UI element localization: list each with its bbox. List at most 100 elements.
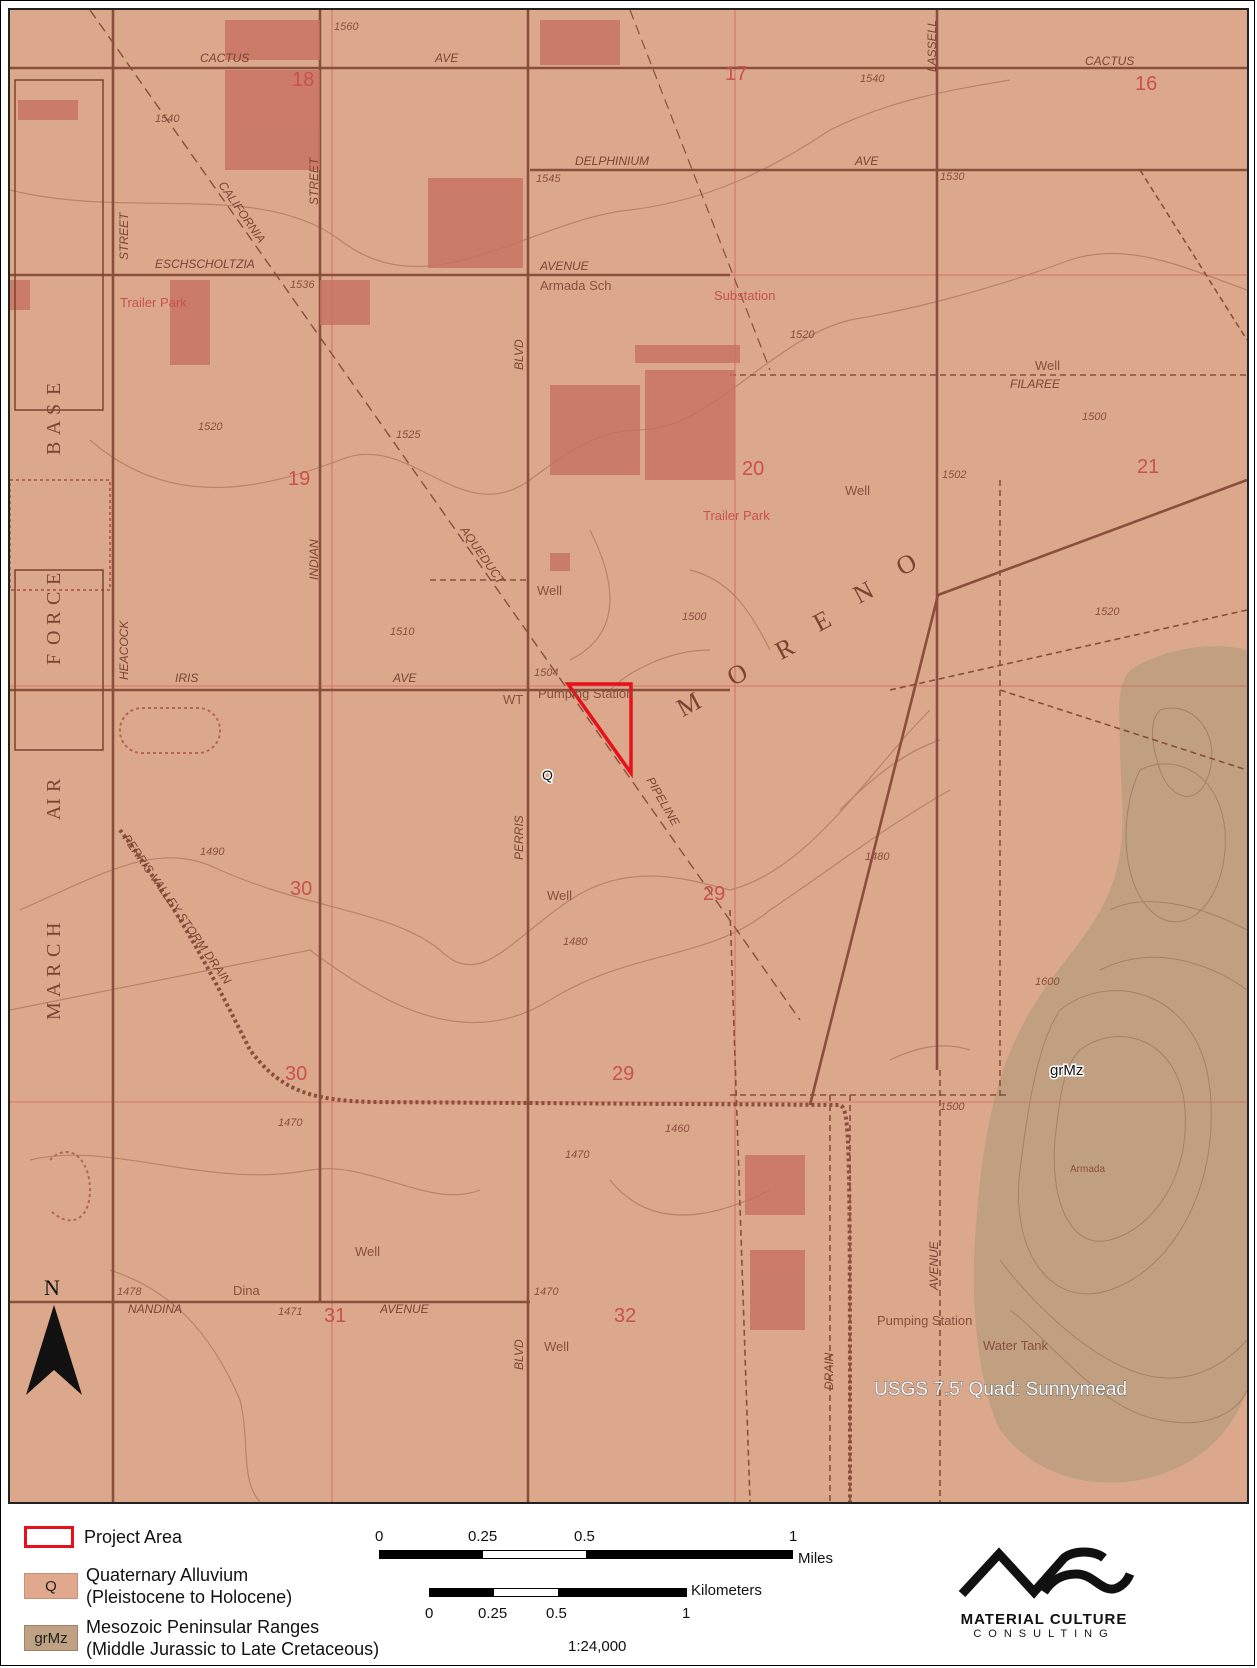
svg-text:1490: 1490 — [200, 846, 225, 858]
quaternary-swatch: Q — [24, 1573, 78, 1599]
base-letters: M A R C H A I R F O R C E B A S E — [43, 383, 65, 1020]
svg-text:M: M — [43, 1002, 65, 1020]
quaternary-line1: Quaternary Alluvium — [86, 1565, 249, 1585]
km-tick-1: 1 — [682, 1605, 691, 1622]
svg-text:Well: Well — [537, 583, 562, 598]
svg-text:CACTUS: CACTUS — [200, 51, 249, 65]
svg-text:1510: 1510 — [390, 626, 415, 638]
svg-text:PERRIS: PERRIS — [512, 815, 526, 860]
elevation-labels: 1560 1540 1540 1545 1530 1536 1520 1525 … — [117, 21, 1120, 1318]
svg-text:WT: WT — [503, 692, 523, 707]
svg-text:Trailer Park: Trailer Park — [120, 295, 187, 310]
svg-text:16: 16 — [1135, 73, 1157, 95]
svg-text:E: E — [43, 573, 65, 585]
mesozoic-line2: (Middle Jurassic to Late Cretaceous) — [86, 1639, 380, 1659]
svg-text:1536: 1536 — [290, 279, 315, 291]
roads — [10, 10, 1247, 1502]
km-tick-0: 0 — [425, 1605, 434, 1622]
svg-text:32: 32 — [614, 1305, 636, 1327]
svg-text:1470: 1470 — [565, 1149, 590, 1161]
svg-text:17: 17 — [725, 63, 747, 85]
svg-text:DRAIN: DRAIN — [822, 1352, 836, 1390]
svg-text:1460: 1460 — [665, 1123, 690, 1135]
svg-text:Substation: Substation — [714, 288, 775, 303]
logo-name: MATERIAL CULTURE — [960, 1611, 1128, 1628]
quad-label: USGS 7.5' Quad: Sunnymead — [874, 1379, 1127, 1400]
svg-text:1471: 1471 — [278, 1306, 302, 1318]
svg-text:1480: 1480 — [563, 936, 588, 948]
place-labels: Armada Sch Substation Trailer Park Trail… — [120, 278, 1105, 1354]
scale-ratio: 1:24,000 — [568, 1638, 627, 1655]
svg-text:1504: 1504 — [534, 667, 558, 679]
svg-text:NANDINA: NANDINA — [128, 1302, 182, 1316]
svg-text:Well: Well — [845, 483, 870, 498]
svg-text:ESCHSCHOLTZIA: ESCHSCHOLTZIA — [155, 257, 255, 271]
svg-text:AVE: AVE — [392, 671, 417, 685]
km-unit: Kilometers — [691, 1582, 762, 1599]
mesozoic-swatch: grMz — [24, 1625, 78, 1651]
svg-text:C: C — [43, 592, 65, 605]
svg-text:AVE: AVE — [434, 51, 459, 65]
svg-text:AVENUE: AVENUE — [539, 259, 590, 273]
svg-text:BLVD: BLVD — [512, 339, 526, 370]
svg-text:H: H — [43, 923, 65, 937]
svg-text:1560: 1560 — [334, 21, 359, 33]
legend-project-area: Project Area — [24, 1526, 182, 1548]
svg-text:Trailer Park: Trailer Park — [703, 508, 770, 523]
legend-quaternary: Q Quaternary Alluvium (Pleistocene to Ho… — [24, 1564, 292, 1608]
svg-text:R: R — [43, 963, 65, 977]
north-arrow-icon: N — [26, 1275, 82, 1395]
svg-text:1540: 1540 — [860, 73, 885, 85]
svg-text:Well: Well — [1035, 358, 1060, 373]
legend-project-area-label: Project Area — [84, 1527, 183, 1547]
project-area-polygon — [564, 682, 633, 779]
svg-text:1500: 1500 — [682, 611, 707, 623]
svg-text:A: A — [43, 420, 65, 435]
svg-text:HEACOCK: HEACOCK — [117, 620, 131, 680]
svg-text:R: R — [43, 778, 65, 792]
svg-text:FILAREE: FILAREE — [1010, 377, 1061, 391]
svg-text:INDIAN: INDIAN — [307, 539, 321, 580]
mesozoic-line1: Mesozoic Peninsular Ranges — [86, 1617, 320, 1637]
svg-text:AVENUE: AVENUE — [379, 1302, 430, 1316]
quaternary-line2: (Pleistocene to Holocene) — [86, 1587, 293, 1607]
svg-text:E: E — [43, 383, 65, 395]
section-numbers: 18 17 16 19 20 21 30 29 30 29 31 32 — [285, 63, 1159, 1327]
svg-text:29: 29 — [612, 1063, 634, 1085]
svg-text:Well: Well — [547, 888, 572, 903]
svg-text:1525: 1525 — [396, 429, 421, 441]
svg-text:STREET: STREET — [117, 211, 131, 260]
svg-text:31: 31 — [324, 1305, 346, 1327]
map-panel[interactable]: 18 17 16 19 20 21 30 29 30 29 31 32 1560… — [8, 8, 1249, 1504]
svg-text:Armada: Armada — [1070, 1164, 1105, 1175]
geology-label-grmz: grMz — [1050, 1062, 1083, 1079]
svg-text:LASSELL: LASSELL — [925, 20, 939, 72]
svg-text:Armada Sch: Armada Sch — [540, 278, 612, 293]
svg-text:Pumping Station: Pumping Station — [877, 1313, 972, 1328]
mesozoic-ranges-area — [973, 646, 1247, 1483]
km-tick-05: 0.5 — [546, 1605, 567, 1622]
svg-text:F: F — [43, 654, 65, 665]
svg-text:CACTUS: CACTUS — [1085, 54, 1134, 68]
svg-text:1470: 1470 — [278, 1117, 303, 1129]
svg-text:1545: 1545 — [536, 173, 561, 185]
svg-text:29: 29 — [703, 883, 725, 905]
svg-text:1520: 1520 — [1095, 606, 1120, 618]
svg-text:1500: 1500 — [1082, 411, 1107, 423]
svg-text:IRIS: IRIS — [175, 671, 198, 685]
miles-unit: Miles — [798, 1550, 834, 1567]
svg-text:Well: Well — [544, 1339, 569, 1354]
svg-text:I: I — [43, 798, 65, 805]
legend-mesozoic: grMz Mesozoic Peninsular Ranges (Middle … — [24, 1616, 379, 1660]
miles-tick-025: 0.25 — [468, 1528, 498, 1545]
svg-text:AVE: AVE — [854, 154, 879, 168]
svg-text:30: 30 — [285, 1063, 307, 1085]
svg-text:S: S — [43, 404, 65, 415]
svg-text:B: B — [43, 442, 65, 455]
project-area-swatch — [24, 1526, 74, 1548]
miles-tick-1: 1 — [789, 1528, 798, 1545]
svg-text:1520: 1520 — [790, 329, 815, 341]
svg-text:1600: 1600 — [1035, 976, 1060, 988]
svg-text:1500: 1500 — [940, 1101, 965, 1113]
